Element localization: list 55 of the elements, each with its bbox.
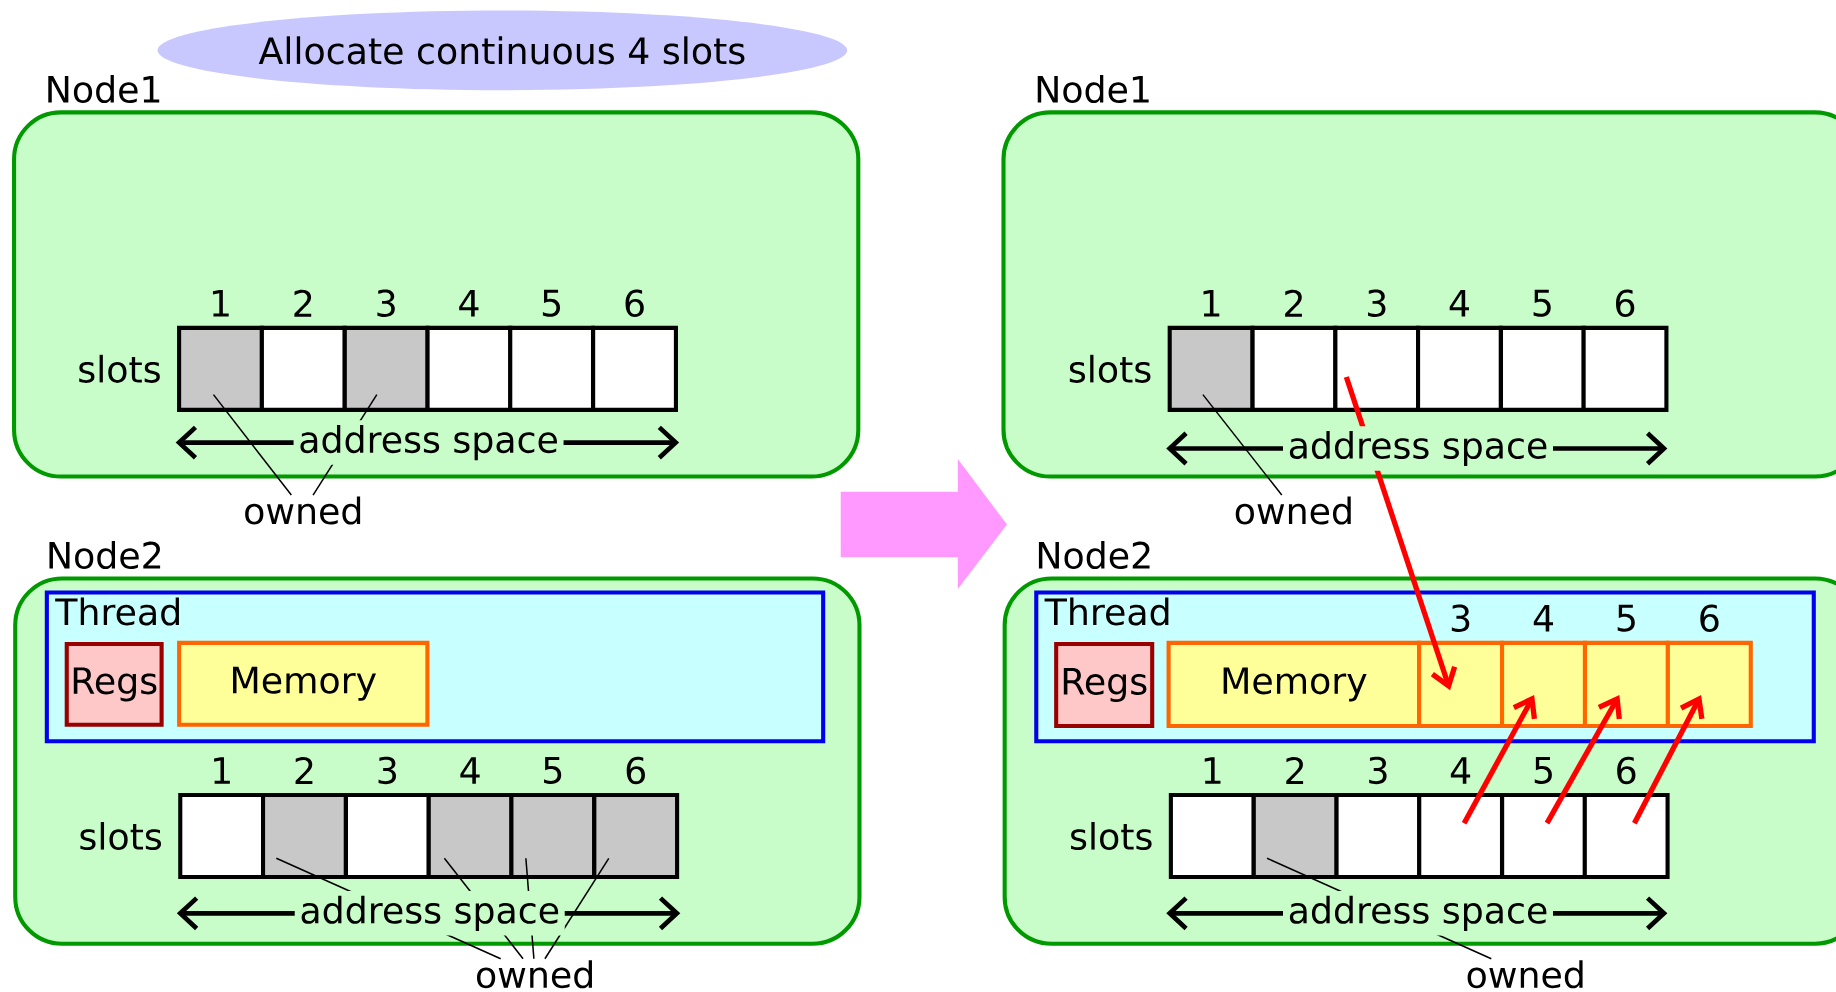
leader-line [544,857,610,960]
panel-heading: Node2 [49,541,161,570]
owned-text: owned [477,960,592,989]
panel-heading: Node2 [1038,541,1150,570]
slot-number: 3 [1451,604,1470,633]
slot-number: 3 [377,289,395,318]
slot-number: 1 [212,290,229,317]
owned-text: owned [1235,496,1351,525]
row-label: slots [1069,354,1151,383]
panel-heading: Node1 [48,75,160,104]
arrow [1461,695,1537,825]
arrow [1544,695,1622,825]
slot-number: 3 [1369,756,1387,785]
slot-number: 5 [1533,289,1551,317]
row-label: slots [80,822,161,851]
slot-number: 6 [626,756,645,785]
panel-heading: Node1 [1037,75,1149,104]
slot-number: 5 [1534,757,1552,785]
slot-number: 5 [542,289,560,317]
slot-number: 4 [1450,757,1471,784]
row-label: slots [79,354,160,383]
slot-number: 6 [1616,289,1635,318]
slot-number: 1 [1203,290,1220,317]
owned-text: owned [245,496,361,525]
slot-number: 2 [1285,289,1302,317]
dimension-label: address space [1283,426,1553,471]
slot-number: 5 [544,757,562,785]
regs-box: Regs [1054,642,1155,729]
arrow [1343,376,1458,691]
slot-number: 3 [1368,289,1386,318]
leader-line [212,393,293,496]
slot-number: 3 [378,756,396,785]
box-heading: Thread [55,597,179,626]
slot-number: 6 [625,289,644,318]
slot-number: 6 [1617,756,1636,785]
owned-text: owned [1467,960,1583,989]
slot-number: 4 [1449,290,1469,317]
arrow [1632,695,1705,825]
slot-number: 1 [1204,757,1221,784]
slot-number: 2 [295,757,313,785]
dimension-label: address space [294,891,565,936]
slot-number: 2 [1286,757,1304,785]
row-label: slots [1071,822,1152,851]
slot-number: 4 [1533,605,1554,632]
slot-number: 4 [460,757,480,784]
regs-box: Regs [64,642,164,727]
slot-number: 2 [294,289,312,317]
memory-box: Memory [177,640,430,727]
dimension-label: address space [1283,891,1553,936]
slot-number: 6 [1700,604,1719,633]
dimension-label: address space [293,420,564,465]
slot-number: 5 [1617,604,1635,632]
slot-number: 4 [459,290,479,317]
box-heading: Thread [1044,597,1169,626]
slot-number: 1 [214,757,230,784]
